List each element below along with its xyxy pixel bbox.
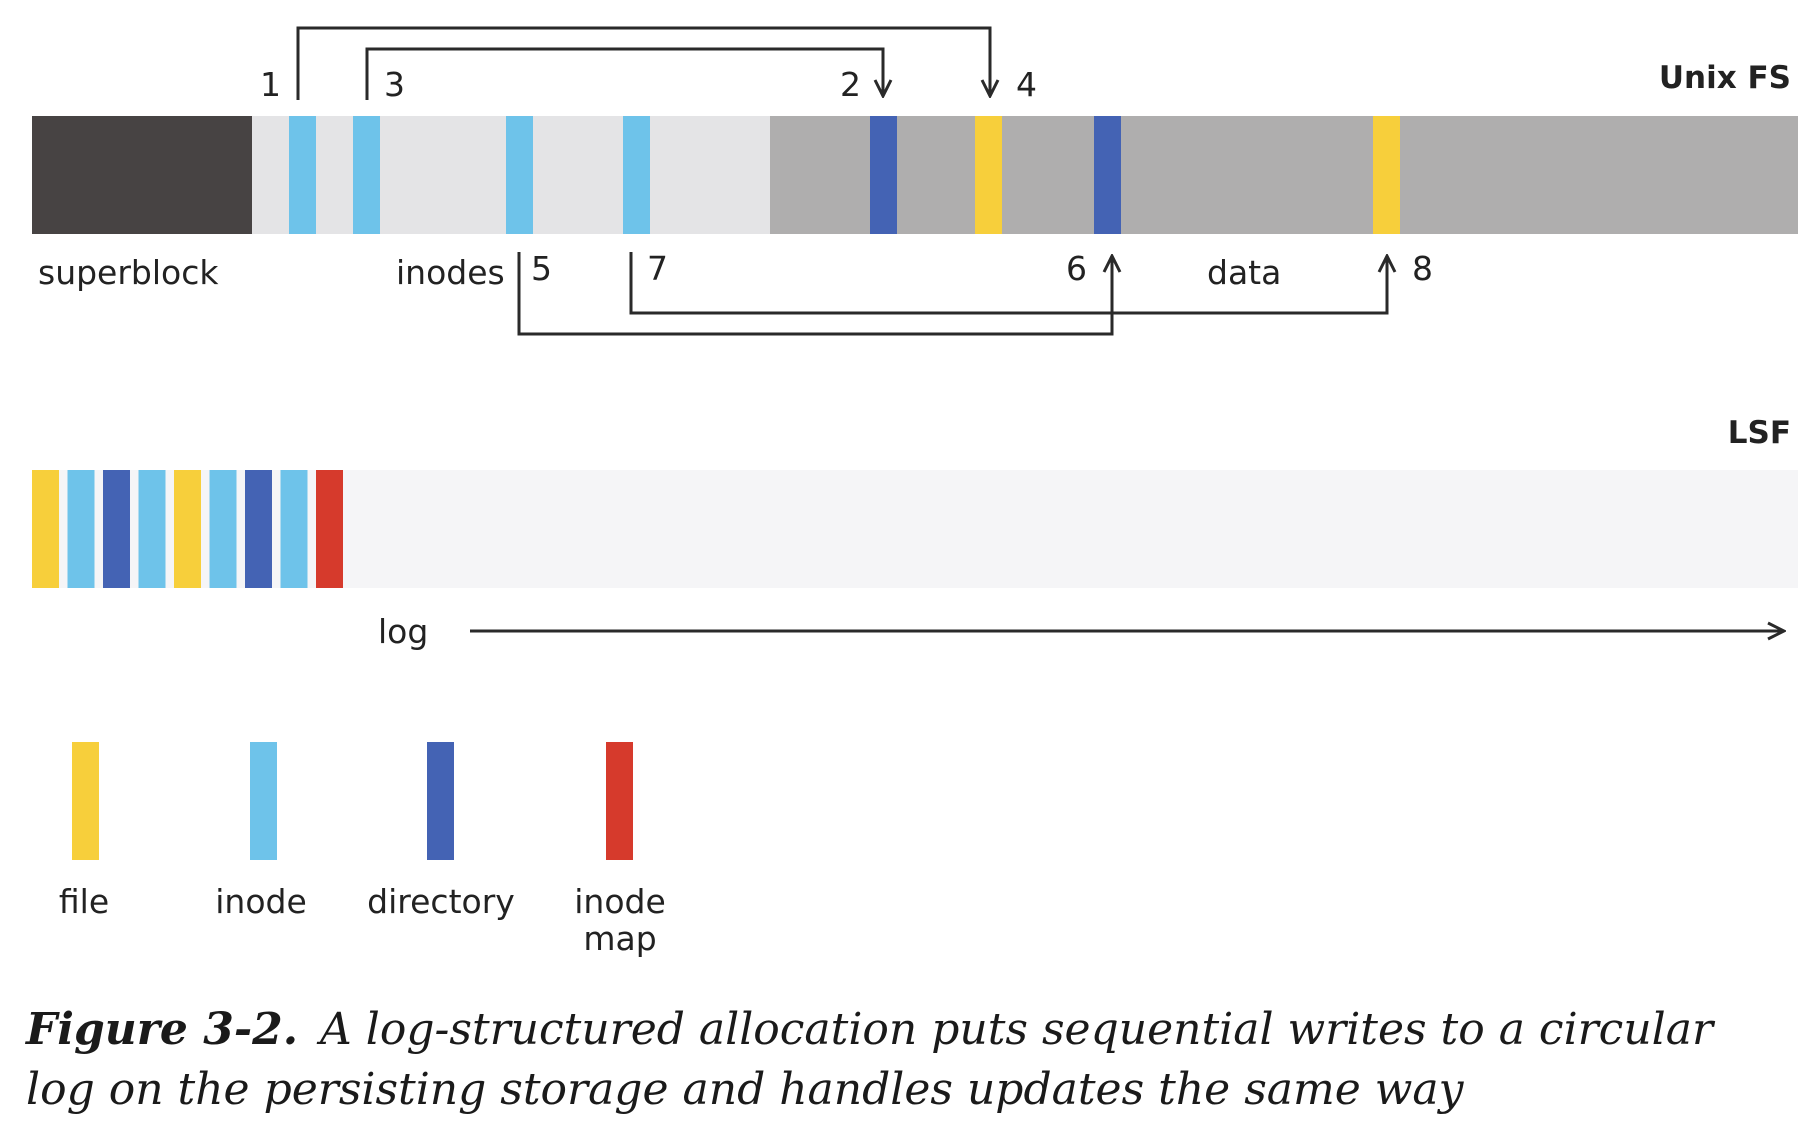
legend-inode-label: inode: [215, 882, 307, 921]
unix-fs-bar: [32, 116, 1798, 234]
legend-inode-swatch: [250, 742, 277, 860]
log-block-inode-map: [316, 470, 343, 588]
legend-directory-label: directory: [367, 882, 515, 921]
legend-inode-map-label-line2: map: [583, 919, 656, 958]
superblock-region: [32, 116, 252, 234]
step-label-4: 4: [1016, 65, 1037, 104]
figure-caption: Figure 3-2.A log-structured allocation p…: [26, 1000, 1786, 1120]
step-label-7: 7: [647, 249, 668, 288]
inodes-label: inodes: [396, 253, 505, 292]
step-label-6: 6: [1066, 249, 1087, 288]
file-block-8: [1373, 116, 1400, 234]
log-block-inode: [67, 470, 95, 588]
legend-inode-map-label-line1: inode: [574, 882, 666, 921]
log-block-file: [32, 470, 59, 588]
legend-file-label: file: [59, 882, 109, 921]
file-block-4: [975, 116, 1002, 234]
lsf-title: LSF: [1728, 415, 1791, 451]
connector-5-to-6: [517, 252, 1112, 336]
lsf-diagram: 1 3 2 4 5 7 6 8 superblock inodes data U…: [32, 26, 1798, 958]
step-label-3: 3: [384, 65, 405, 104]
legend: file inode directory inode map: [59, 742, 666, 958]
inode-block-5: [506, 116, 533, 234]
connector-7-to-8: [629, 252, 1387, 315]
superblock-label: superblock: [38, 253, 219, 292]
directory-block-6: [1094, 116, 1121, 234]
lower-connectors: [517, 252, 1387, 336]
log-label: log: [378, 612, 428, 651]
log-block-directory: [245, 470, 272, 588]
log-block-inode: [209, 470, 237, 588]
upper-connectors: [296, 26, 990, 100]
log-block-directory: [103, 470, 130, 588]
data-label: data: [1207, 253, 1281, 292]
step-label-5: 5: [531, 249, 552, 288]
log-blocks: [32, 470, 343, 588]
legend-file-swatch: [72, 742, 99, 860]
figure-number: Figure 3-2.: [26, 1004, 299, 1055]
unix-fs-title: Unix FS: [1659, 60, 1791, 96]
log-block-inode: [138, 470, 166, 588]
data-region: [770, 116, 1798, 234]
step-label-2: 2: [840, 65, 861, 104]
figure-caption-text: A log-structured allocation puts sequent…: [26, 1004, 1713, 1115]
inode-block-7: [623, 116, 650, 234]
connector-3-to-2: [365, 47, 883, 100]
directory-block-2: [870, 116, 897, 234]
step-label-8: 8: [1412, 249, 1433, 288]
log-block-inode: [280, 470, 308, 588]
step-label-1: 1: [260, 65, 281, 104]
log-block-file: [174, 470, 201, 588]
inode-block-3: [353, 116, 380, 234]
inode-block-1: [289, 116, 316, 234]
connector-1-to-4: [296, 26, 990, 100]
legend-directory-swatch: [427, 742, 454, 860]
legend-inode-map-swatch: [606, 742, 633, 860]
